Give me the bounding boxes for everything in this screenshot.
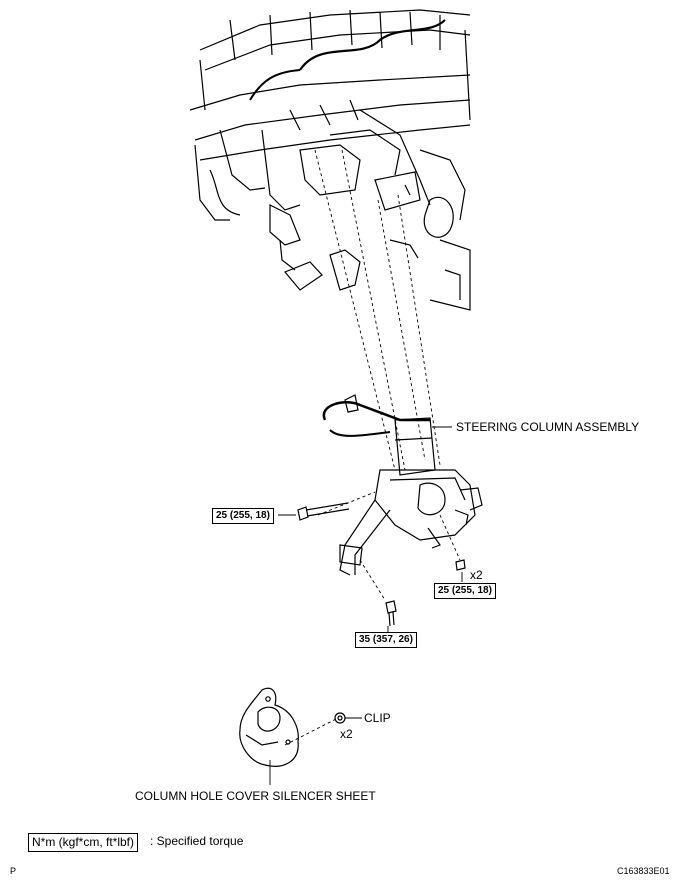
bolt-lower — [385, 600, 397, 627]
steering-column-illustration — [322, 394, 483, 576]
quantity-label-clips: x2 — [340, 727, 353, 741]
torque-label-left-bolt: 25 (255, 18) — [212, 508, 274, 524]
leader-lines — [269, 426, 463, 785]
page-marker: P — [10, 866, 17, 876]
clip-illustration — [334, 712, 346, 724]
silencer-sheet-illustration — [239, 687, 299, 767]
legend-description: : Specified torque — [150, 834, 244, 848]
bolt-left — [297, 502, 350, 521]
figure-id: C163833E01 — [617, 866, 670, 876]
torque-label-lower-bolt: 35 (357, 26) — [355, 632, 417, 648]
torque-label-right-bolts: 25 (255, 18) — [434, 583, 496, 599]
torque-units-legend: N*m (kgf*cm, ft*lbf) — [28, 833, 139, 852]
quantity-label-bolts: x2 — [470, 568, 483, 582]
alignment-lines — [284, 149, 461, 746]
silencer-sheet-label: COLUMN HOLE COVER SILENCER SHEET — [135, 789, 376, 803]
clip-label: CLIP — [364, 711, 391, 725]
dashboard-illustration — [189, 9, 471, 311]
steering-column-assembly-label: STEERING COLUMN ASSEMBLY — [456, 420, 640, 434]
bolt-right — [455, 559, 466, 571]
